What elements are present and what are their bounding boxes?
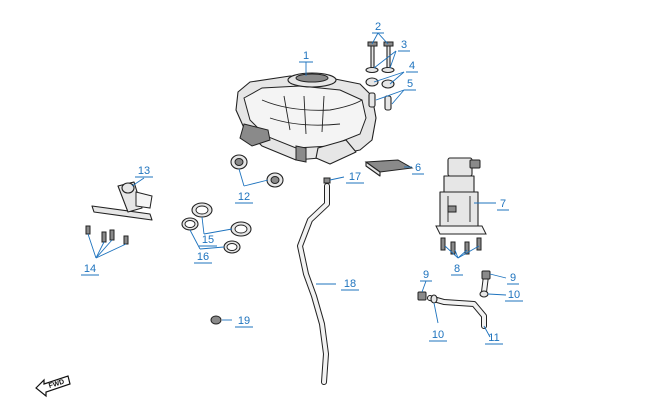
bracket-bolts (85, 225, 129, 245)
callout-18: 18 (341, 278, 359, 291)
callout-7-number: 7 (500, 198, 506, 210)
forward-label: FWD (48, 379, 65, 391)
callout-8-number: 8 (454, 263, 460, 275)
vent-hose (297, 183, 330, 385)
callout-15-number: 15 (202, 234, 214, 246)
callout-10-left: 10 (429, 329, 447, 342)
callout-4-number: 4 (409, 60, 415, 72)
mounting-bolts (367, 41, 394, 69)
callout-2-number: 2 (375, 21, 381, 33)
forward-arrow-icon: FWD (35, 375, 71, 398)
bracket-assembly (91, 181, 153, 221)
callout-10-left-number: 10 (432, 329, 444, 341)
callout-13: 13 (135, 165, 153, 178)
callout-9-right: 9 (507, 272, 519, 285)
callout-6-number: 6 (415, 162, 421, 174)
callout-11-number: 11 (488, 332, 499, 344)
callout-7: 7 (497, 198, 509, 211)
fuel-line (427, 273, 489, 329)
callout-12: 12 (235, 191, 253, 204)
callout-1-number: 1 (303, 50, 309, 62)
fuel-tank (235, 72, 377, 165)
washers (365, 66, 395, 74)
callout-5-number: 5 (407, 78, 413, 90)
callout-6: 6 (412, 162, 424, 175)
callout-10-right: 10 (505, 289, 523, 302)
callout-15: 15 (199, 234, 217, 247)
pump-bolts (440, 237, 482, 255)
callout-18-number: 18 (344, 278, 356, 290)
callout-13-number: 13 (138, 165, 150, 177)
fuel-pump (435, 157, 487, 235)
callout-9-right-number: 9 (510, 272, 516, 284)
hose-clip (323, 177, 331, 184)
callout-5: 5 (404, 78, 416, 91)
callout-3: 3 (398, 39, 410, 52)
callout-12-number: 12 (238, 191, 250, 203)
tank-mount-rubber (230, 154, 284, 188)
callout-9-left-number: 9 (423, 269, 429, 281)
callout-9-left: 9 (420, 269, 432, 282)
small-bolt (210, 315, 222, 325)
hose-connectors (417, 270, 491, 301)
callout-17: 17 (346, 171, 364, 184)
callout-2: 2 (372, 21, 384, 34)
callout-14: 14 (81, 263, 99, 276)
callout-14-number: 14 (84, 263, 96, 275)
callout-16: 16 (194, 251, 212, 264)
hose-clamps-pair (181, 202, 252, 254)
callout-8: 8 (451, 263, 463, 276)
callout-1: 1 (299, 50, 313, 63)
callout-19: 19 (235, 315, 253, 328)
callout-16-number: 16 (197, 251, 209, 263)
callout-19-number: 19 (238, 315, 250, 327)
callout-4: 4 (406, 60, 418, 73)
callout-3-number: 3 (401, 39, 407, 51)
grommets (365, 77, 395, 89)
callout-17-number: 17 (349, 171, 361, 183)
callout-11: 11 (485, 332, 503, 345)
callout-10-right-number: 10 (508, 289, 520, 301)
collars (368, 92, 392, 111)
tank-pad (364, 159, 414, 177)
leader-lines (87, 32, 507, 338)
